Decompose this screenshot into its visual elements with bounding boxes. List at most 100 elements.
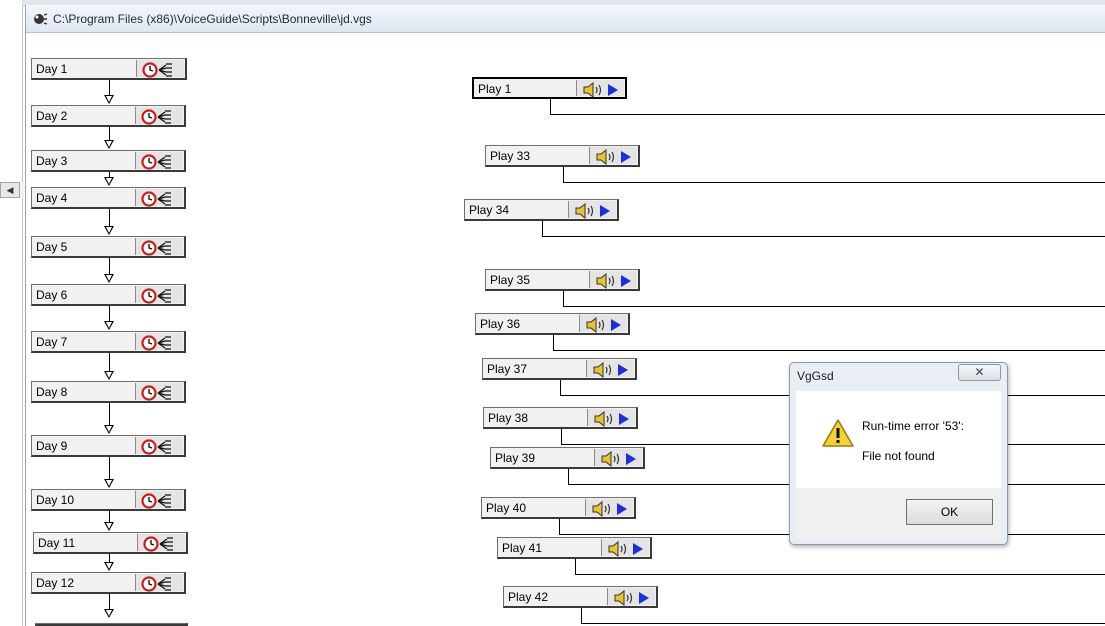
- node-icon-area[interactable]: [137, 534, 185, 552]
- flow-connector: [575, 574, 1105, 575]
- speaker-play-icon: [614, 590, 649, 606]
- node-label: Day 5: [36, 240, 68, 254]
- node-icon-area[interactable]: [601, 539, 649, 557]
- flow-connector: [563, 291, 564, 306]
- node-label: Play 40: [486, 501, 527, 515]
- flow-connector: [109, 403, 110, 425]
- play-node[interactable]: Play 41: [497, 537, 652, 559]
- play-node[interactable]: Play 1: [472, 77, 627, 99]
- day-node-partial[interactable]: [35, 623, 188, 626]
- day-node[interactable]: Day 10: [31, 489, 186, 511]
- flow-connector: [109, 594, 110, 609]
- flow-connector: [109, 209, 110, 226]
- day-node[interactable]: Day 3: [31, 150, 186, 172]
- day-node[interactable]: Day 12: [31, 572, 186, 594]
- play-node[interactable]: Play 34: [464, 199, 619, 221]
- play-node[interactable]: Play 38: [483, 407, 638, 429]
- clock-icon: [141, 335, 171, 351]
- ok-button[interactable]: OK: [906, 499, 993, 525]
- scroll-left-button[interactable]: ◀: [0, 182, 20, 198]
- play-node[interactable]: Play 35: [485, 269, 640, 291]
- node-label: Play 41: [502, 541, 543, 555]
- node-icon-area[interactable]: [135, 107, 183, 125]
- warning-icon: [822, 419, 854, 447]
- node-icon-area[interactable]: [594, 449, 642, 467]
- play-node[interactable]: Play 40: [481, 497, 636, 519]
- scrollbar-track[interactable]: [20, 182, 24, 198]
- flow-connector: [550, 114, 1105, 115]
- node-icon-area[interactable]: [579, 315, 627, 333]
- node-icon-area[interactable]: [135, 437, 183, 455]
- node-icon-area[interactable]: [585, 499, 633, 517]
- day-node[interactable]: Day 8: [31, 381, 186, 403]
- app-icon: [34, 13, 48, 25]
- day-node[interactable]: Day 6: [31, 284, 186, 306]
- day-node[interactable]: Day 2: [31, 105, 186, 127]
- speaker-play-icon: [601, 451, 636, 467]
- day-node[interactable]: Day 5: [31, 236, 186, 258]
- flow-connector: [109, 127, 110, 140]
- play-node[interactable]: Play 39: [490, 447, 645, 469]
- node-icon-area[interactable]: [589, 147, 637, 165]
- day-node[interactable]: Day 4: [31, 187, 186, 209]
- node-label: Play 34: [469, 203, 510, 217]
- node-label: Play 42: [508, 590, 549, 604]
- error-dialog: VgGsd ✕ Run-time error '53': File not fo…: [789, 362, 1008, 545]
- clock-icon: [141, 240, 171, 256]
- node-icon-area[interactable]: [135, 286, 183, 304]
- day-node[interactable]: Day 7: [31, 331, 186, 353]
- dialog-close-button[interactable]: ✕: [958, 364, 1001, 381]
- clock-icon: [141, 576, 171, 592]
- node-icon-area[interactable]: [135, 574, 183, 592]
- speaker-play-icon: [596, 273, 631, 289]
- flow-connector: [542, 221, 543, 236]
- clock-icon: [141, 385, 171, 401]
- speaker-play-icon: [586, 317, 621, 333]
- node-label: Day 4: [36, 191, 68, 205]
- node-icon-area[interactable]: [135, 333, 183, 351]
- flow-connector: [568, 469, 569, 484]
- flow-arrow: [104, 95, 114, 104]
- node-icon-area[interactable]: [586, 360, 634, 378]
- flow-arrow: [104, 425, 114, 434]
- node-label: Play 35: [490, 273, 531, 287]
- node-label: Play 38: [488, 411, 529, 425]
- node-icon-area[interactable]: [136, 60, 184, 78]
- play-node[interactable]: Play 36: [475, 313, 630, 335]
- node-icon-area[interactable]: [607, 588, 655, 606]
- node-icon-area[interactable]: [135, 189, 183, 207]
- clock-icon: [141, 191, 171, 207]
- flow-connector: [553, 335, 554, 350]
- speaker-play-icon: [575, 203, 610, 219]
- node-label: Play 1: [478, 82, 512, 96]
- node-icon-area[interactable]: [135, 491, 183, 509]
- day-node[interactable]: Day 11: [33, 532, 188, 554]
- play-node[interactable]: Play 42: [503, 586, 658, 608]
- window-titlebar[interactable]: C:\Program Files (x86)\VoiceGuide\Script…: [26, 5, 1105, 33]
- flow-arrow: [104, 177, 114, 186]
- day-node[interactable]: Day 9: [31, 435, 186, 457]
- flow-connector: [109, 511, 110, 522]
- flow-connector: [553, 350, 1105, 351]
- speaker-play-icon: [596, 149, 631, 165]
- flow-connector: [109, 258, 110, 274]
- day-node[interactable]: Day 1: [31, 58, 187, 80]
- node-icon-area[interactable]: [135, 238, 183, 256]
- node-icon-area[interactable]: [589, 271, 637, 289]
- flow-arrow: [104, 274, 114, 283]
- speaker-play-icon: [594, 411, 629, 427]
- speaker-play-icon: [583, 82, 618, 98]
- outer-window-edge: [0, 0, 23, 626]
- flow-arrow: [104, 562, 114, 571]
- node-icon-area[interactable]: [568, 201, 616, 219]
- flow-connector: [559, 519, 560, 534]
- node-icon-area[interactable]: [576, 80, 624, 98]
- flow-arrow: [104, 226, 114, 235]
- play-node[interactable]: Play 37: [482, 358, 637, 380]
- speaker-play-icon: [608, 541, 643, 557]
- node-icon-area[interactable]: [587, 409, 635, 427]
- flow-connector: [581, 623, 1105, 624]
- node-icon-area[interactable]: [135, 152, 183, 170]
- play-node[interactable]: Play 33: [485, 145, 640, 167]
- node-icon-area[interactable]: [135, 383, 183, 401]
